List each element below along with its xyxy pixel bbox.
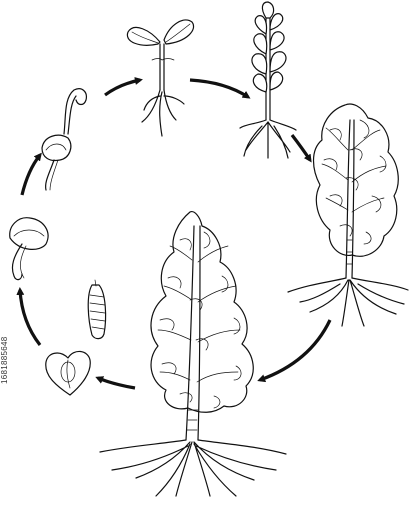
- cycle-arrows: [16, 77, 332, 390]
- mature-tree-icon: [99, 211, 287, 497]
- sprout-icon: [41, 88, 87, 191]
- seedling-icon: [239, 1, 297, 159]
- arrow-seed-to-germination: [16, 287, 42, 346]
- seedling-root-icon: [126, 19, 195, 137]
- catkin-icon: [87, 279, 107, 340]
- germinating-seed-icon: [9, 217, 49, 281]
- arrow-mature-to-seed: [95, 376, 136, 390]
- arrow-sprout-to-seedling: [104, 77, 143, 97]
- young-tree-icon: [287, 103, 409, 327]
- arrow-sapling-to-young-tree: [290, 134, 312, 163]
- arrow-young-tree-to-mature: [257, 319, 332, 383]
- arrow-seedling-to-sapling: [189, 78, 251, 99]
- seed-icon: [45, 350, 91, 396]
- arrow-germination-to-sprout: [20, 152, 42, 196]
- stock-id-label: 1681885648: [0, 336, 9, 384]
